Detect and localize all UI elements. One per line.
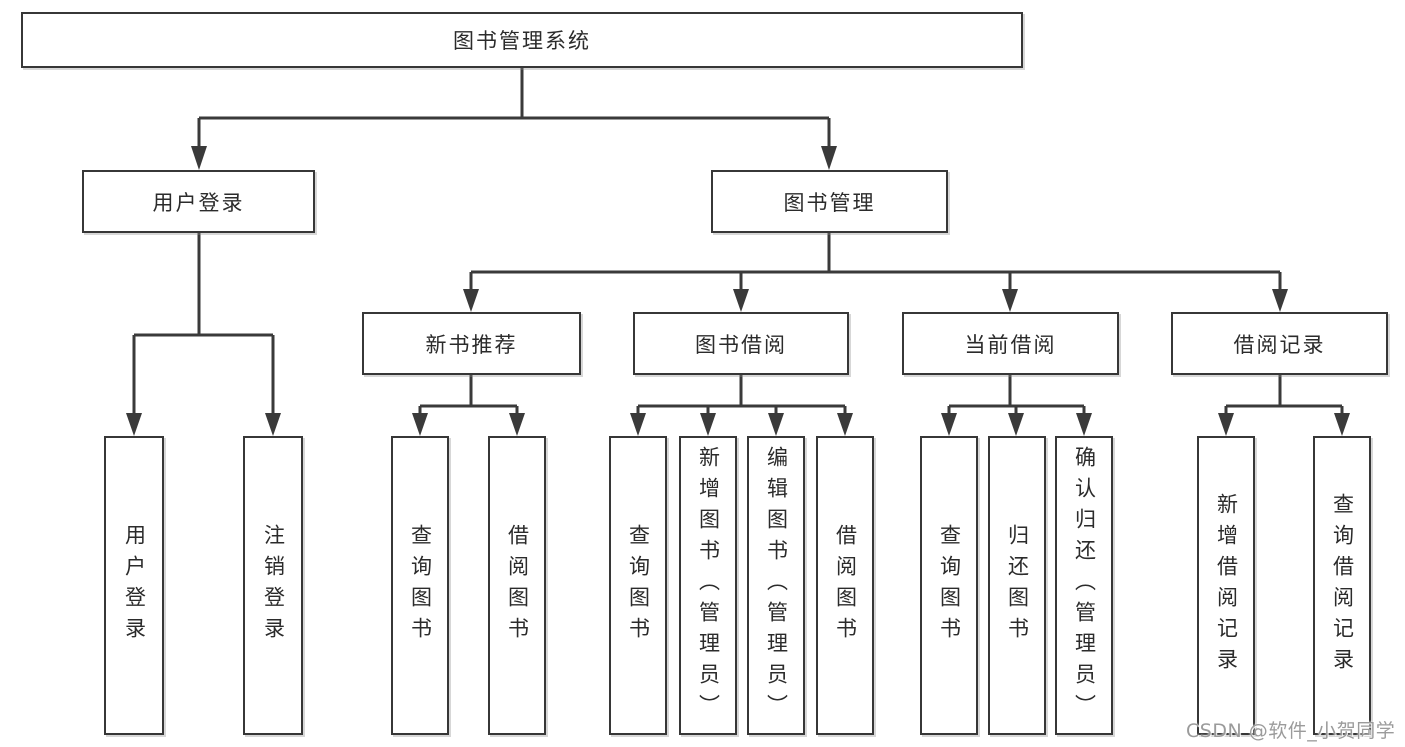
node-label: 图书管理系统 (453, 29, 591, 53)
csdn-watermark: CSDN @软件_小贺同学 (1186, 720, 1396, 742)
node-label: 用户登录 (152, 190, 245, 215)
node-borrow-record: 借阅记录 (1171, 312, 1388, 375)
node-user-login: 用户登录 (82, 170, 315, 233)
node-label: 借阅记录 (1233, 332, 1326, 357)
arrow-icon (1272, 289, 1288, 312)
leaf-query-book-recommend: 查询图书 (391, 436, 449, 735)
node-label: 图书管理 (783, 190, 876, 215)
leaf-label: 借阅图书 (505, 523, 530, 648)
node-new-book-recommend: 新书推荐 (362, 312, 581, 375)
connector-new-book-children (418, 375, 519, 416)
arrow-icon (126, 413, 142, 436)
connector-book-management-children (469, 233, 1282, 292)
leaf-label: 查询图书 (626, 523, 651, 648)
leaf-label: 确认归还（管理员） (1072, 446, 1097, 725)
leaf-add-book-admin: 新增图书（管理员） (679, 436, 737, 735)
arrow-icon (463, 289, 479, 312)
arrow-icon (821, 146, 837, 170)
arrow-icon (509, 413, 525, 436)
leaf-label: 查询借阅记录 (1330, 492, 1355, 679)
arrow-icon (1334, 413, 1350, 436)
connector-lines (132, 68, 1344, 416)
connector-current-borrow-children (947, 375, 1086, 416)
leaf-confirm-return-admin: 确认归还（管理员） (1055, 436, 1113, 735)
leaf-label: 归还图书 (1005, 523, 1030, 648)
leaf-return-book: 归还图书 (988, 436, 1046, 735)
arrow-icon (191, 146, 207, 170)
arrow-icon (630, 413, 646, 436)
leaf-label: 借阅图书 (833, 523, 858, 648)
node-book-borrow: 图书借阅 (633, 312, 849, 375)
node-book-management: 图书管理 (711, 170, 948, 233)
connector-borrow-record-children (1224, 375, 1344, 416)
leaf-borrow-book: 借阅图书 (816, 436, 874, 735)
arrow-icon (941, 413, 957, 436)
arrow-icon (768, 413, 784, 436)
leaf-label: 新增图书（管理员） (696, 446, 721, 725)
arrow-icon (1218, 413, 1234, 436)
leaf-add-borrow-record: 新增借阅记录 (1197, 436, 1255, 735)
leaf-label: 新增借阅记录 (1214, 492, 1239, 679)
leaf-label: 查询图书 (408, 523, 433, 648)
connector-book-borrow-children (636, 375, 847, 416)
node-root-system: 图书管理系统 (21, 12, 1023, 68)
leaf-user-login: 用户登录 (104, 436, 164, 735)
node-current-borrow: 当前借阅 (902, 312, 1119, 375)
arrow-icon (1008, 413, 1024, 436)
leaf-label: 查询图书 (937, 523, 962, 648)
connector-root-to-level2 (197, 68, 831, 150)
leaf-borrow-book-recommend: 借阅图书 (488, 436, 546, 735)
leaf-logout: 注销登录 (243, 436, 303, 735)
leaf-query-book-borrow: 查询图书 (609, 436, 667, 735)
node-label: 图书借阅 (695, 332, 787, 357)
leaf-label: 编辑图书（管理员） (764, 446, 789, 725)
node-label: 新书推荐 (425, 332, 518, 357)
arrow-icon (265, 413, 281, 436)
leaf-label: 用户登录 (122, 523, 147, 648)
leaf-query-borrow-record: 查询借阅记录 (1313, 436, 1371, 735)
leaf-query-book-current: 查询图书 (920, 436, 978, 735)
leaf-label: 注销登录 (261, 523, 286, 648)
arrow-icon (412, 413, 428, 436)
arrow-icon (1002, 289, 1018, 312)
arrow-icon (700, 413, 716, 436)
arrow-icon (837, 413, 853, 436)
connector-user-login-children (132, 233, 275, 416)
node-label: 当前借阅 (964, 332, 1057, 357)
arrow-icon (733, 289, 749, 312)
arrow-icon (1076, 413, 1092, 436)
arrowheads (126, 146, 1350, 436)
leaf-edit-book-admin: 编辑图书（管理员） (747, 436, 805, 735)
